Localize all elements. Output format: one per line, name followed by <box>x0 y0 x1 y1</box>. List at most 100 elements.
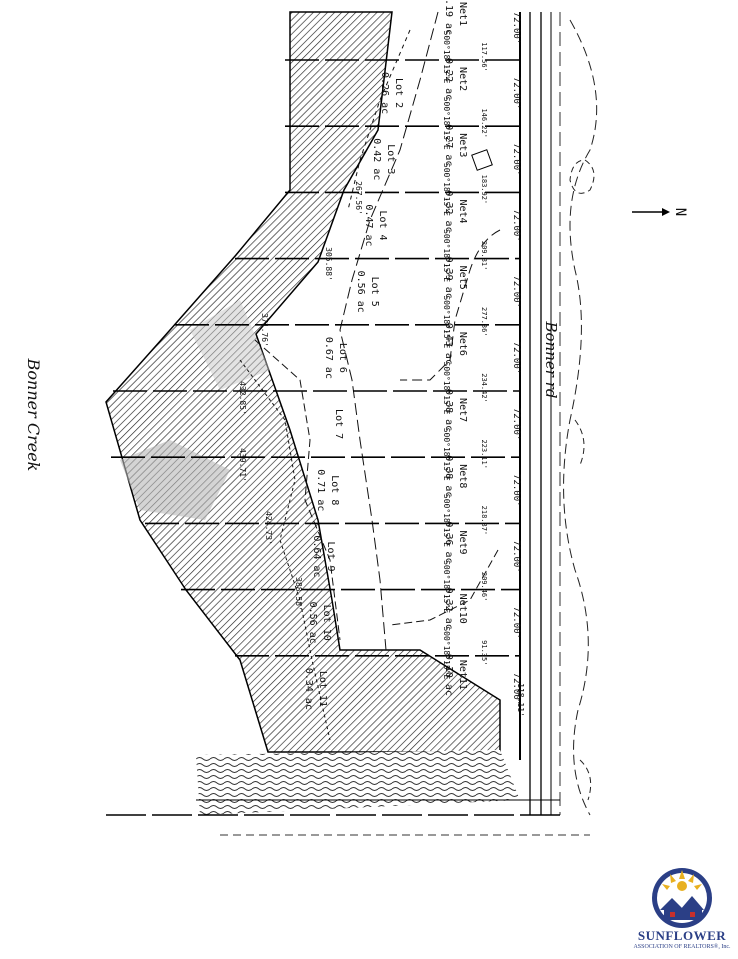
frontage-dim-label: 72.00' <box>511 275 521 308</box>
setback-line <box>339 11 439 651</box>
lot-area-label: 0.34 ac <box>303 668 314 710</box>
bearing-label: S00°18'15"E <box>442 494 451 547</box>
depth-dim-label: 209.31' <box>480 241 488 271</box>
depth-dim-label: 277.36' <box>480 307 488 337</box>
net-area-label: 0.43 ac <box>443 323 454 365</box>
net-area-label: 0.39 ac <box>443 257 454 299</box>
depth-dim-label: 218.37' <box>480 506 488 536</box>
frontage-dim-label: 72.00' <box>511 143 521 176</box>
logo-name: SUNFLOWER <box>637 928 727 943</box>
rear-dim-label: 305.88' <box>324 247 333 281</box>
setback-line <box>400 229 501 381</box>
depth-dim-label: 118.11' <box>516 683 525 717</box>
creek-shading <box>120 440 230 520</box>
bearing-label: S00°18'15"E <box>442 626 451 679</box>
net-name-label: Net5 <box>457 266 468 290</box>
net-area-label: 0.22 ac <box>443 58 454 100</box>
frontage-dim-label: 72.00' <box>511 209 521 242</box>
setback-line <box>347 29 411 211</box>
depth-dim-label: 223.11' <box>480 439 488 469</box>
net-name-label: Net8 <box>457 464 468 488</box>
contour-line <box>569 159 595 194</box>
bearing-label: S00°18'15"E <box>442 362 451 415</box>
net-name-label: Net3 <box>457 133 468 157</box>
lot-area-label: 0.64 ac <box>311 535 322 577</box>
contour-line <box>574 419 585 466</box>
depth-dim-label: 91.35' <box>480 640 488 665</box>
floodplain-hatch <box>105 11 501 753</box>
lot-area-label: 0.56 ac <box>307 602 318 644</box>
net-area-label: 0.38 ac <box>443 389 454 431</box>
bearing-label: S00°18'15"E <box>442 31 451 84</box>
frontage-dim-label: 72.00' <box>511 342 521 375</box>
lot-name-label: Lot 8 <box>329 475 340 505</box>
setback-line <box>239 359 331 741</box>
depth-dim-label: 183.92' <box>480 175 488 205</box>
sunflower-realtors-logo: SUNFLOWER ASSOCIATION OF REALTORS®, Inc. <box>630 862 734 956</box>
road-name-label: Bonner rd <box>542 321 560 399</box>
net-name-label: Net1 <box>457 2 468 26</box>
lot-name-label: Lot 9 <box>325 541 336 571</box>
lot-area-label: 0.71 ac <box>315 469 326 511</box>
creek-shading <box>190 300 270 390</box>
setback-line <box>389 549 499 626</box>
creek-name-label: Bonner Creek <box>24 358 43 472</box>
net-name-label: Net7 <box>457 398 468 422</box>
rear-dim-label: 388.58' <box>294 577 303 611</box>
creek-scribble <box>196 750 520 815</box>
frontage-dim-label: 72.00' <box>511 77 521 110</box>
sunflower-emblem-icon <box>652 868 712 928</box>
frontage-dim-label: 72.00' <box>511 540 521 573</box>
rear-dim-label: 432.85' <box>238 381 247 415</box>
frontage-dim-label: 72.00' <box>511 673 521 706</box>
frontage-dim-label: 72.00' <box>511 12 521 45</box>
lot-name-label: Lot 4 <box>377 210 388 240</box>
net-area-label: 0.10 ac <box>443 654 454 696</box>
net-area-label: 0.19 ac <box>443 0 454 35</box>
depth-dim-label: 117.56' <box>480 42 488 72</box>
logo-tagline: ASSOCIATION OF REALTORS®, Inc. <box>633 944 731 950</box>
lot-name-label: Lot 10 <box>321 605 332 641</box>
lot-name-label: Lot 3 <box>385 144 396 174</box>
bearing-label: S00°18'15"E <box>442 163 451 216</box>
net-name-label: Net2 <box>457 67 468 91</box>
net-area-label: 0.32 ac <box>443 588 454 630</box>
frontage-dim-label: 72.00' <box>511 408 521 441</box>
lot-area-label: 0.42 ac <box>371 138 382 180</box>
net-name-label: Net10 <box>457 594 468 624</box>
depth-dim-label: 234.42' <box>480 373 488 403</box>
frontage-dim-label: 72.00' <box>511 474 521 507</box>
net-name-label: Net4 <box>457 199 468 223</box>
north-label: N <box>672 208 688 216</box>
net-name-label: Net6 <box>457 332 468 356</box>
net-name-label: Net9 <box>457 530 468 554</box>
lot-area-label: 0.47 ac <box>363 204 374 246</box>
lot-name-label: Lot 5 <box>369 277 380 307</box>
north-arrow <box>632 208 670 216</box>
bearing-label: S00°18'15"E <box>442 560 451 613</box>
rear-dim-label: 371.76' <box>260 313 269 347</box>
rear-dim-label: 439.71' <box>238 448 247 482</box>
net-area-label: 0.38 ac <box>443 455 454 497</box>
setback-line <box>254 339 341 641</box>
rear-dim-label: 424.73' <box>264 511 273 545</box>
bearing-label: S00°18'15"E <box>442 428 451 481</box>
lot-area-label: 0.56 ac <box>355 271 366 313</box>
depth-dim-label: 209.46' <box>480 572 488 602</box>
lot-name-label: Lot 2 <box>393 78 404 108</box>
existing-structure <box>471 149 493 171</box>
rear-dim-label: 267.56' <box>354 181 363 215</box>
net-area-label: 0.36 ac <box>443 521 454 563</box>
lot-area-label: 0.67 ac <box>323 337 334 379</box>
lot-name-label: Lot 7 <box>333 409 344 439</box>
lot-name-label: Lot 11 <box>317 671 328 707</box>
frontage-dim-label: 72.00' <box>511 606 521 639</box>
contour-line <box>579 759 592 801</box>
bearing-label: S00°18'15"E <box>442 295 451 348</box>
bearing-label: S00°18'15"E <box>442 229 451 282</box>
lot-name-label: Lot 6 <box>337 343 348 373</box>
net-area-label: 0.32 ac <box>443 190 454 232</box>
contour-line <box>563 19 598 816</box>
